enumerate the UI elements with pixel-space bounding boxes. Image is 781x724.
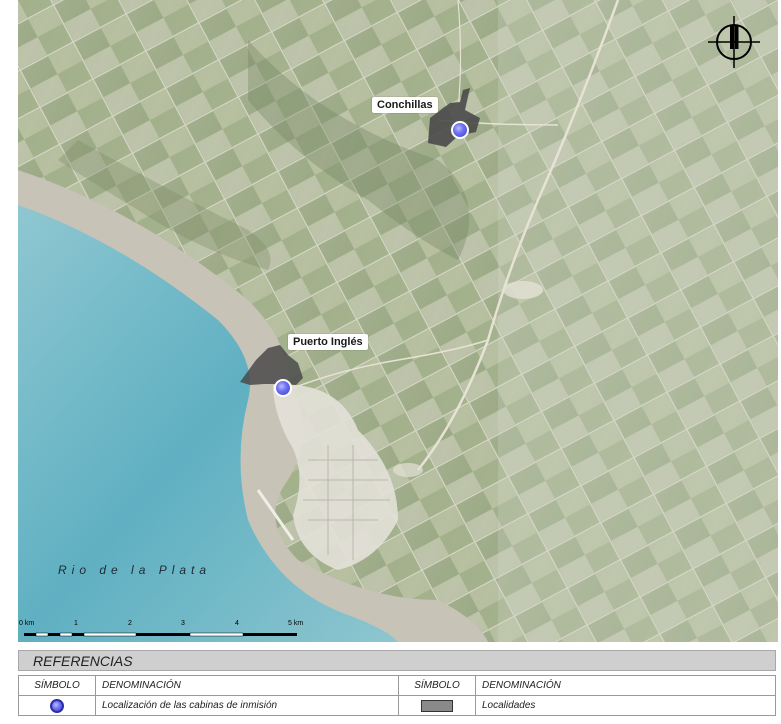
scale-bar: 0 km 1 2 3 4 5 km — [18, 620, 318, 640]
legend-symbol-locality — [398, 695, 476, 716]
station-marker-conchillas[interactable] — [451, 121, 469, 139]
legend-title: REFERENCIAS — [18, 650, 776, 671]
legend-table: SÍMBOLO DENOMINACIÓN SÍMBOLO DENOMINACIÓ… — [18, 675, 776, 716]
legend-col-name-1: DENOMINACIÓN — [95, 675, 399, 696]
north-arrow-icon — [708, 16, 760, 68]
river-label: Rio de la Plata — [58, 563, 212, 577]
legend-col-symbol-2: SÍMBOLO — [398, 675, 476, 696]
legend-locality-desc: Localidades — [475, 695, 776, 716]
scale-tick-2: 2 — [128, 620, 132, 627]
legend: REFERENCIAS SÍMBOLO DENOMINACIÓN SÍMBOLO… — [18, 650, 776, 716]
station-marker-puerto-ingles[interactable] — [274, 379, 292, 397]
legend-col-symbol-1: SÍMBOLO — [18, 675, 96, 696]
scale-tick-0: 0 km — [19, 620, 35, 627]
place-label-puerto-ingles: Puerto Inglés — [288, 334, 368, 350]
station-marker-icon — [50, 698, 64, 713]
scale-bar-graphic — [24, 632, 297, 637]
legend-symbol-station — [18, 695, 96, 716]
legend-header-row: SÍMBOLO DENOMINACIÓN SÍMBOLO DENOMINACIÓ… — [18, 675, 776, 696]
scale-tick-4: 4 — [235, 620, 239, 627]
locality-swatch-icon — [421, 699, 453, 712]
legend-station-desc: Localización de las cabinas de inmisión — [95, 695, 399, 716]
satellite-map[interactable]: Conchillas Puerto Inglés Rio de la Plata… — [18, 0, 778, 642]
locality-puerto-ingles-area — [240, 345, 303, 385]
legend-row: Localización de las cabinas de inmisión … — [18, 695, 776, 716]
scale-tick-5: 5 km — [288, 620, 304, 627]
place-label-conchillas: Conchillas — [372, 97, 438, 113]
scale-tick-3: 3 — [181, 620, 185, 627]
legend-col-name-2: DENOMINACIÓN — [475, 675, 776, 696]
scale-tick-1: 1 — [74, 620, 78, 627]
